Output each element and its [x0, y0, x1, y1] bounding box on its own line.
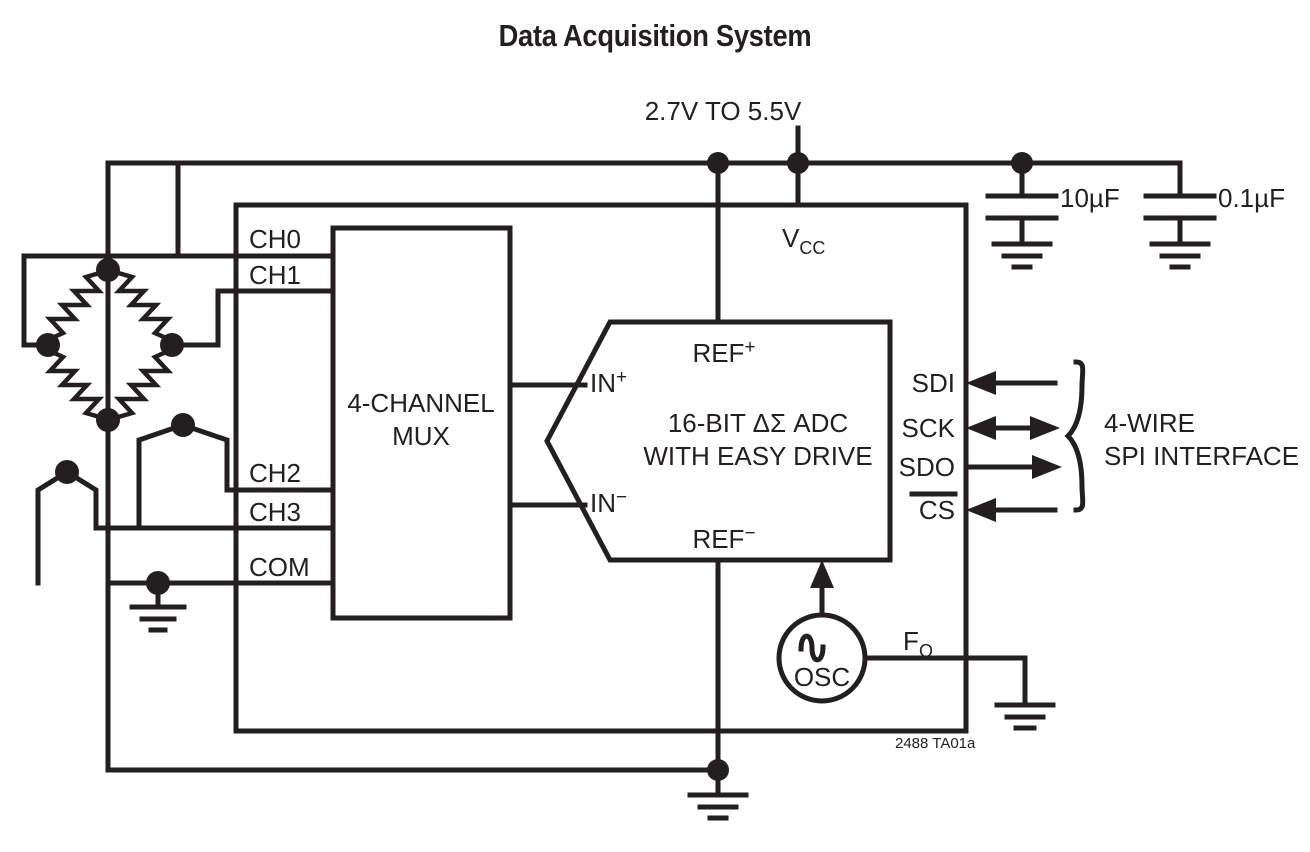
in-minus-label: IN−	[590, 487, 627, 518]
spi-pin-label-sdi: SDI	[912, 368, 955, 398]
in-plus-label: IN+	[590, 367, 627, 398]
page-title: Data Acquisition System	[498, 18, 812, 53]
sine-wave-icon	[798, 633, 826, 663]
capacitor-bank	[985, 160, 1217, 270]
adc-label-line1: 16-BIT ΔΣ ADC	[668, 408, 848, 438]
adc-rect	[544, 319, 893, 563]
ref-minus-label: REF−	[692, 523, 755, 554]
ref-plus-label: REF+	[692, 337, 755, 368]
spi-group-brace	[1064, 359, 1086, 513]
mux-block	[330, 225, 513, 621]
junction-dot-supply	[787, 152, 809, 174]
channel-label-ch2: CH2	[249, 458, 301, 488]
adc-block	[544, 319, 893, 563]
sensor-wiring	[21, 160, 239, 633]
bridge-resistor-top-right	[113, 269, 174, 341]
ground-rail-group	[105, 759, 749, 821]
cs-arrow-head	[966, 498, 996, 522]
spi-pin-label-cs: CS	[919, 495, 955, 525]
mux-label-line2: MUX	[392, 421, 450, 451]
bridge-node-left	[36, 333, 60, 357]
channel-pin-lines	[233, 253, 336, 586]
bridge-right-to-ch1	[169, 288, 221, 348]
supply-voltage-label: 2.7V TO 5.5V	[645, 96, 802, 126]
spi-group-label-line1: 4-WIRE	[1104, 408, 1195, 438]
junction-dot-vcc-left	[707, 152, 729, 174]
sdo-arrow-head	[1032, 455, 1062, 479]
cap1-value-label: 10µF	[1060, 183, 1120, 213]
spi-pin-label-sck: SCK	[902, 413, 956, 443]
channel-label-ch0: CH0	[249, 224, 301, 254]
osc-label: OSC	[794, 662, 850, 692]
adc-label-line2: WITH EASY DRIVE	[643, 441, 872, 471]
channel-label-ch1: CH1	[249, 260, 301, 290]
bridge-node-right	[160, 333, 184, 357]
bridge-resistor-bottom-right	[113, 349, 174, 421]
spi-group-label-line2: SPI INTERFACE	[1104, 441, 1299, 471]
bridge-node-bottom	[96, 408, 120, 432]
channel-label-com: COM	[249, 552, 310, 582]
sdi-arrow-head	[966, 371, 996, 395]
mux-label-line1: 4-CHANNEL	[347, 388, 494, 418]
channel-label-ch3: CH3	[249, 497, 301, 527]
bridge-resistor-top-left	[44, 269, 105, 341]
sensor-hump-ch3	[35, 469, 239, 586]
mux-adc-links	[507, 382, 588, 508]
spi-pin-label-sdo: SDO	[899, 452, 955, 482]
vcc-label: VCC	[782, 223, 825, 258]
ch0-wire-to-supply	[175, 160, 239, 259]
sck-arrow-head-left	[966, 416, 996, 440]
osc-arrow-head	[810, 560, 834, 588]
mux-rect	[330, 225, 513, 621]
sensor-node-ch3	[55, 460, 79, 484]
bridge-node-top	[96, 258, 120, 282]
bridge-resistor-bottom-left	[44, 349, 105, 421]
fo-label: FO	[903, 626, 933, 661]
spi-arrow-group	[963, 359, 1086, 522]
sensor-node-ch2	[171, 413, 195, 437]
cap2-value-label: 0.1µF	[1218, 183, 1285, 213]
sensor-hump-ch2	[136, 422, 239, 531]
oscillator-block	[776, 560, 1056, 731]
part-id-label: 2488 TA01a	[895, 735, 976, 752]
wheatstone-bridge	[36, 258, 184, 432]
text-labels: 2.7V TO 5.5V 10µF 0.1µF VCC CH0 CH1 CH2 …	[249, 96, 1299, 752]
sck-arrow-head-right	[1030, 416, 1060, 440]
